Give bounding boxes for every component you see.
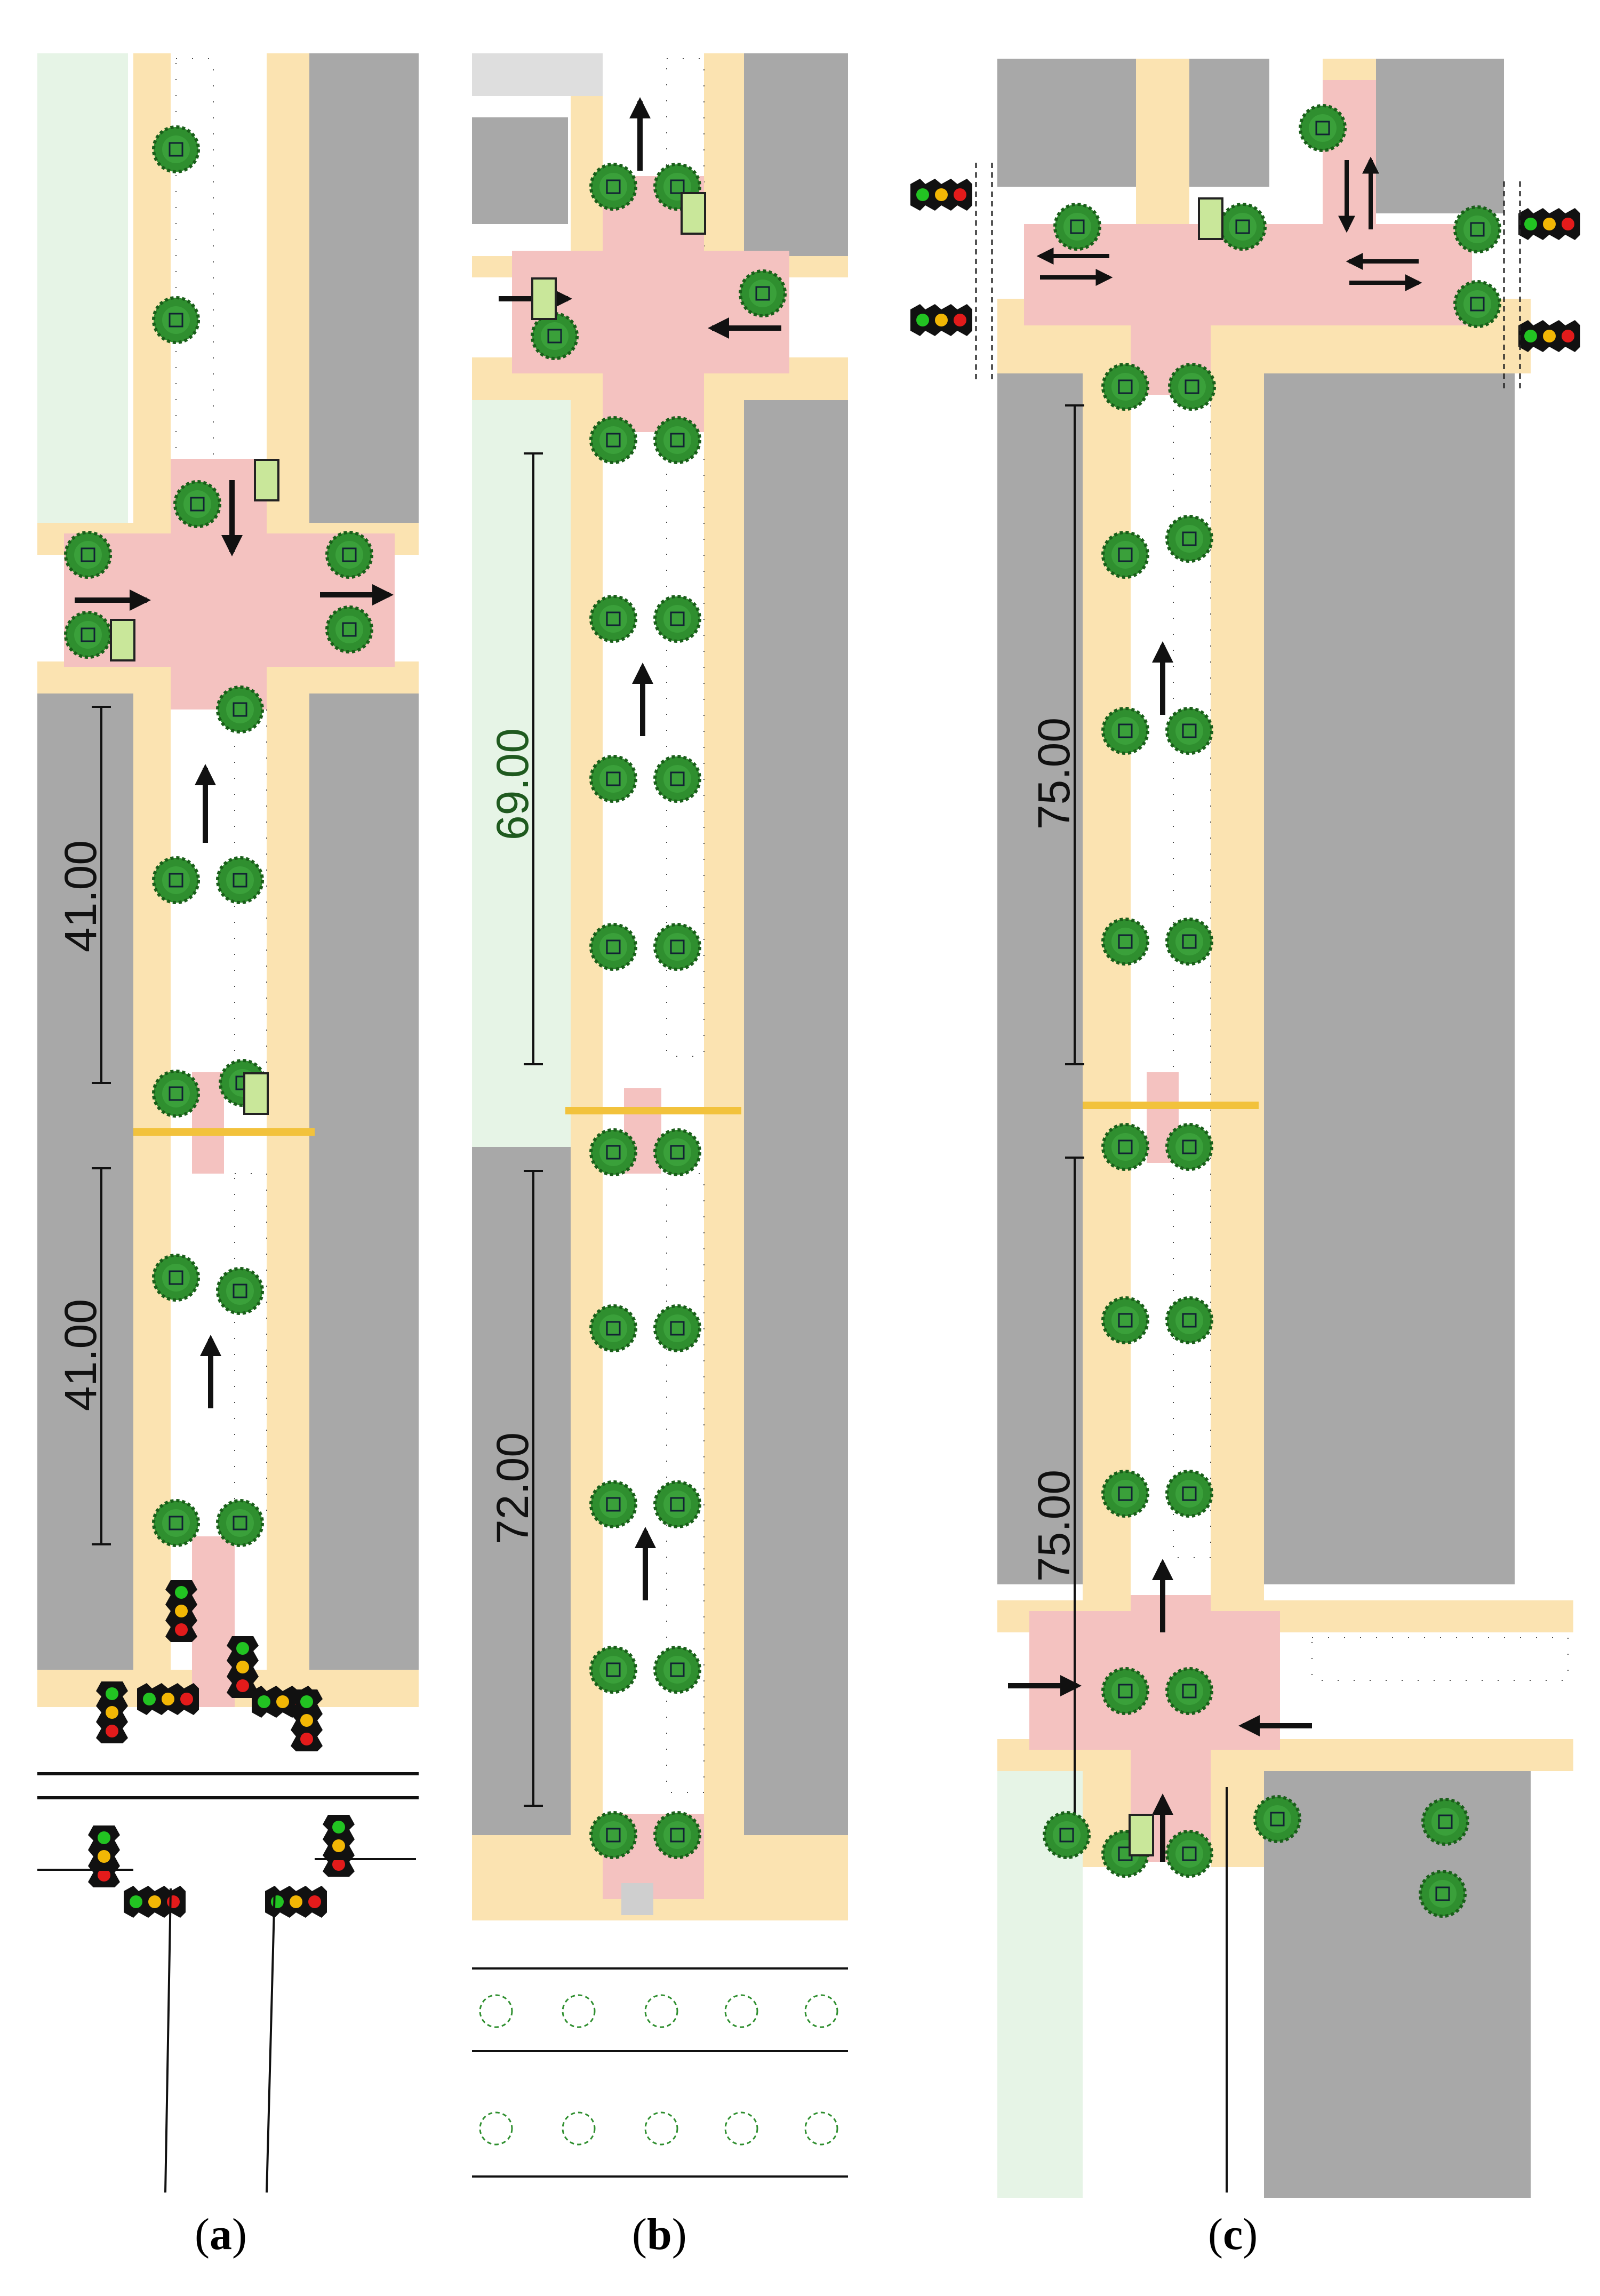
panel-a: 41.00 41.00 [37,53,419,2193]
dimension-label-b1: 69.00 [487,728,538,840]
caption-c: (c) [1208,2210,1258,2259]
dimension-label-a2: 41.00 [55,1299,106,1411]
caption-b: (b) [632,2210,687,2259]
dimension-label-b2: 72.00 [487,1432,538,1544]
panel-b: 69.00 72.00 [472,53,848,2178]
panel-c: 75.00 75.00 [910,59,1580,2198]
dimension-label-c1: 75.00 [1029,718,1079,830]
dimension-label-a1: 41.00 [55,840,106,952]
dimension-label-c2: 75.00 [1029,1470,1079,1582]
caption-a: (a) [195,2210,247,2259]
